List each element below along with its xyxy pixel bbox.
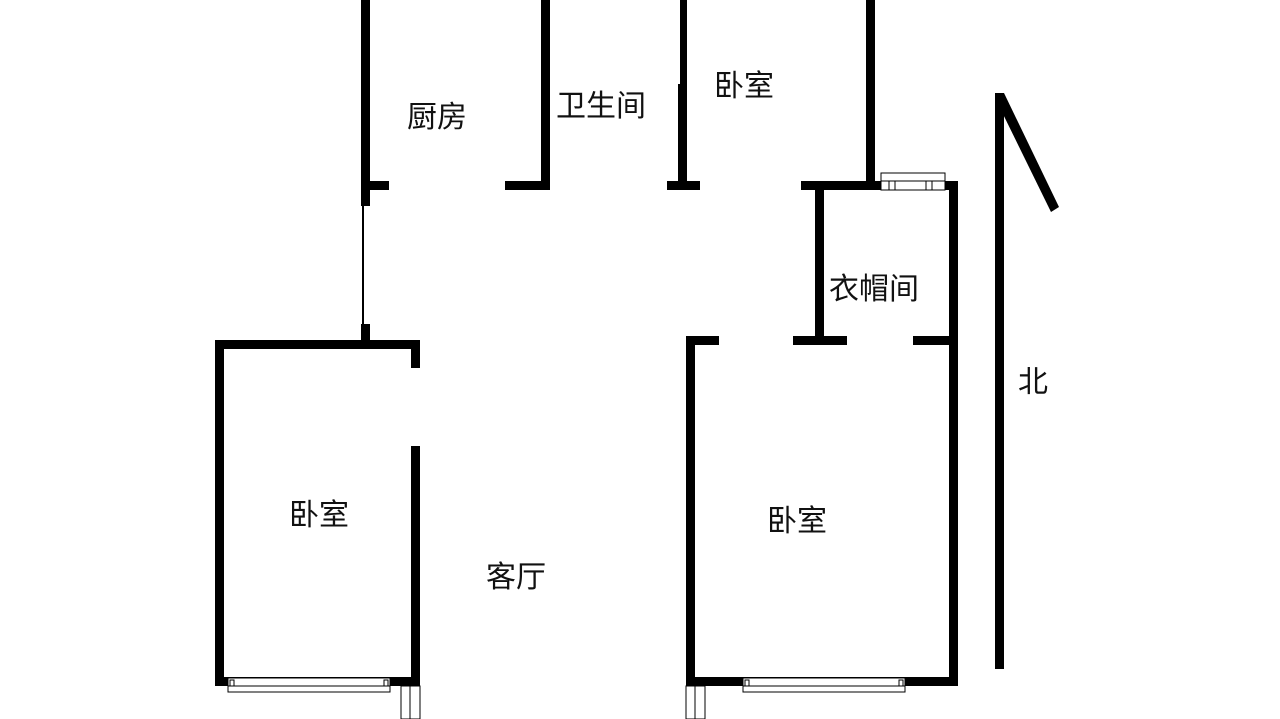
label-bedroom-west: 卧室 (289, 498, 349, 533)
wall-bedroom-north-bottom (801, 181, 881, 190)
wall-cloakroom-left (815, 181, 824, 345)
label-bathroom: 卫生间 (556, 89, 646, 124)
wall-cloakroom-bottom-right (913, 336, 958, 345)
wall-kitchen-left-stub (361, 181, 389, 190)
north-label: 北 (1018, 365, 1048, 400)
wall-bedroom-east-top (686, 336, 719, 345)
wall-bedroom-east-left (686, 336, 695, 719)
wall-bath-bedroom-stub (667, 181, 700, 190)
wall-bedroom-west-left (215, 340, 224, 686)
wall-bedroom-north-right (866, 0, 875, 190)
wall-bath-bedroom-upper (680, 0, 687, 84)
wall-thin-left-end (361, 324, 370, 342)
wall-cloakroom-bottom-left (793, 336, 847, 345)
wall-kitchen-left (361, 0, 370, 206)
wall-kitchen-bath (541, 0, 550, 190)
wall-bedroom-west-right (411, 446, 420, 719)
wall-cloakroom-right (949, 181, 958, 686)
window-bedroom-west (227, 677, 391, 693)
label-cloakroom: 衣帽间 (829, 272, 919, 307)
wall-bedroom-west-top (215, 340, 420, 349)
north-arrow-head (995, 93, 1059, 212)
room-labels: 厨房 卫生间 卧室 衣帽间 卧室 客厅 卧室 (289, 69, 919, 595)
windows (227, 172, 946, 719)
wall-thin-left (362, 206, 364, 330)
wall-bedroom-west-right-upper (411, 340, 420, 368)
north-arrow-shaft (995, 93, 1004, 669)
compass-north-arrow: 北 (995, 93, 1059, 669)
label-bedroom-north: 卧室 (714, 69, 774, 104)
wall-kitchen-bath-stub (505, 181, 550, 190)
label-bedroom-east: 卧室 (767, 504, 827, 539)
window-living-right (685, 685, 706, 719)
label-living-room: 客厅 (486, 560, 546, 595)
window-bedroom-east (742, 677, 906, 693)
wall-bath-bedroom (678, 84, 687, 190)
window-cloakroom (880, 172, 946, 191)
window-living-left (400, 685, 421, 719)
label-kitchen: 厨房 (407, 100, 467, 135)
